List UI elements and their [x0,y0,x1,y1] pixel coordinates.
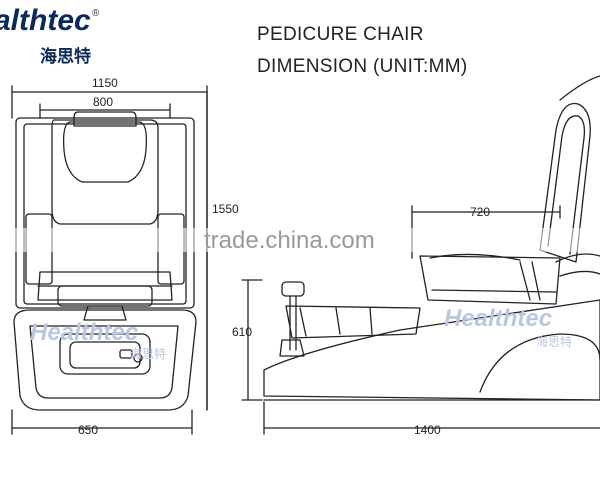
title-line-1: PEDICURE CHAIR [257,24,424,45]
label-overall-height: 1550 [212,202,239,216]
watermark-band [0,228,600,252]
label-tub-height: 610 [232,325,252,339]
label-overall-width: 1150 [92,76,118,90]
registered-mark: ® [92,8,100,19]
brand-watermark-right-cn: 海思特 [536,334,572,349]
label-overall-length: 1400 [414,423,441,437]
brand-name: althtec [0,4,91,37]
label-seat-depth: 720 [470,205,490,219]
side-view [241,75,600,435]
brand-watermark-left-cn: 海思特 [130,346,166,361]
site-watermark: trade.china.com [204,227,375,254]
watermarks: trade.china.com Healthtec 海思特 Healthtec … [0,227,600,361]
dimension-labels: 1150 800 1550 650 720 610 1400 [78,76,490,437]
title-line-2: DIMENSION (UNIT:MM) [257,56,468,77]
brand-watermark-right: Healthtec [444,305,552,332]
brand-watermark-left: Healthtec [30,319,138,346]
front-view [11,85,208,435]
label-base-width: 650 [78,423,98,437]
brand-chinese-name: 海思特 [40,47,91,66]
label-seat-width: 800 [93,95,113,109]
